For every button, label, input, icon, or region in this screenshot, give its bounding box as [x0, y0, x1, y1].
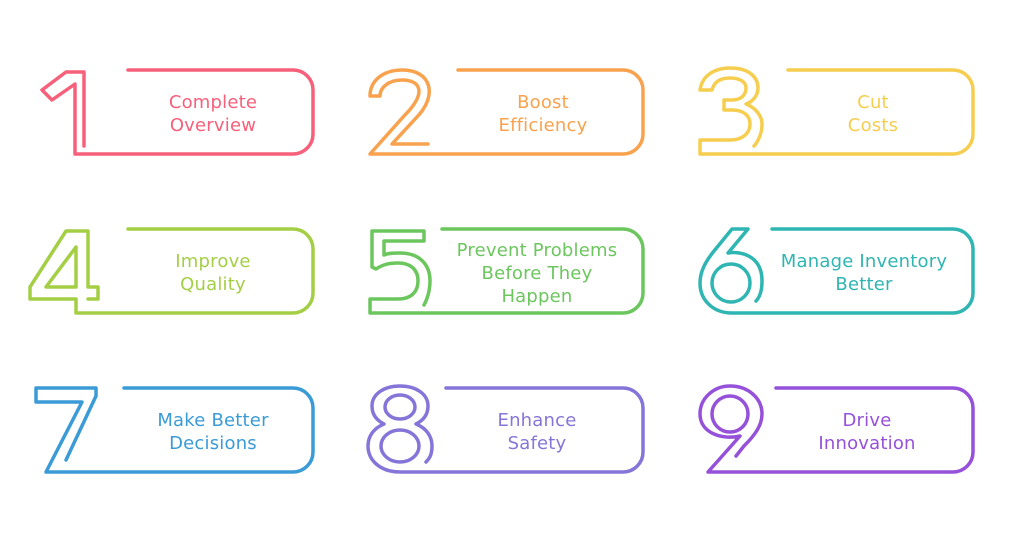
numeral-7-icon — [34, 386, 315, 474]
numeral-4-icon — [28, 227, 315, 315]
numeral-9-icon — [698, 384, 975, 474]
numeral-8-icon — [366, 384, 645, 474]
numeral-5-icon — [368, 227, 645, 315]
numeral-1-icon — [40, 68, 315, 156]
numeral-6-icon — [698, 227, 975, 315]
numeral-3-icon — [698, 66, 975, 156]
numeral-2-icon — [368, 68, 645, 156]
